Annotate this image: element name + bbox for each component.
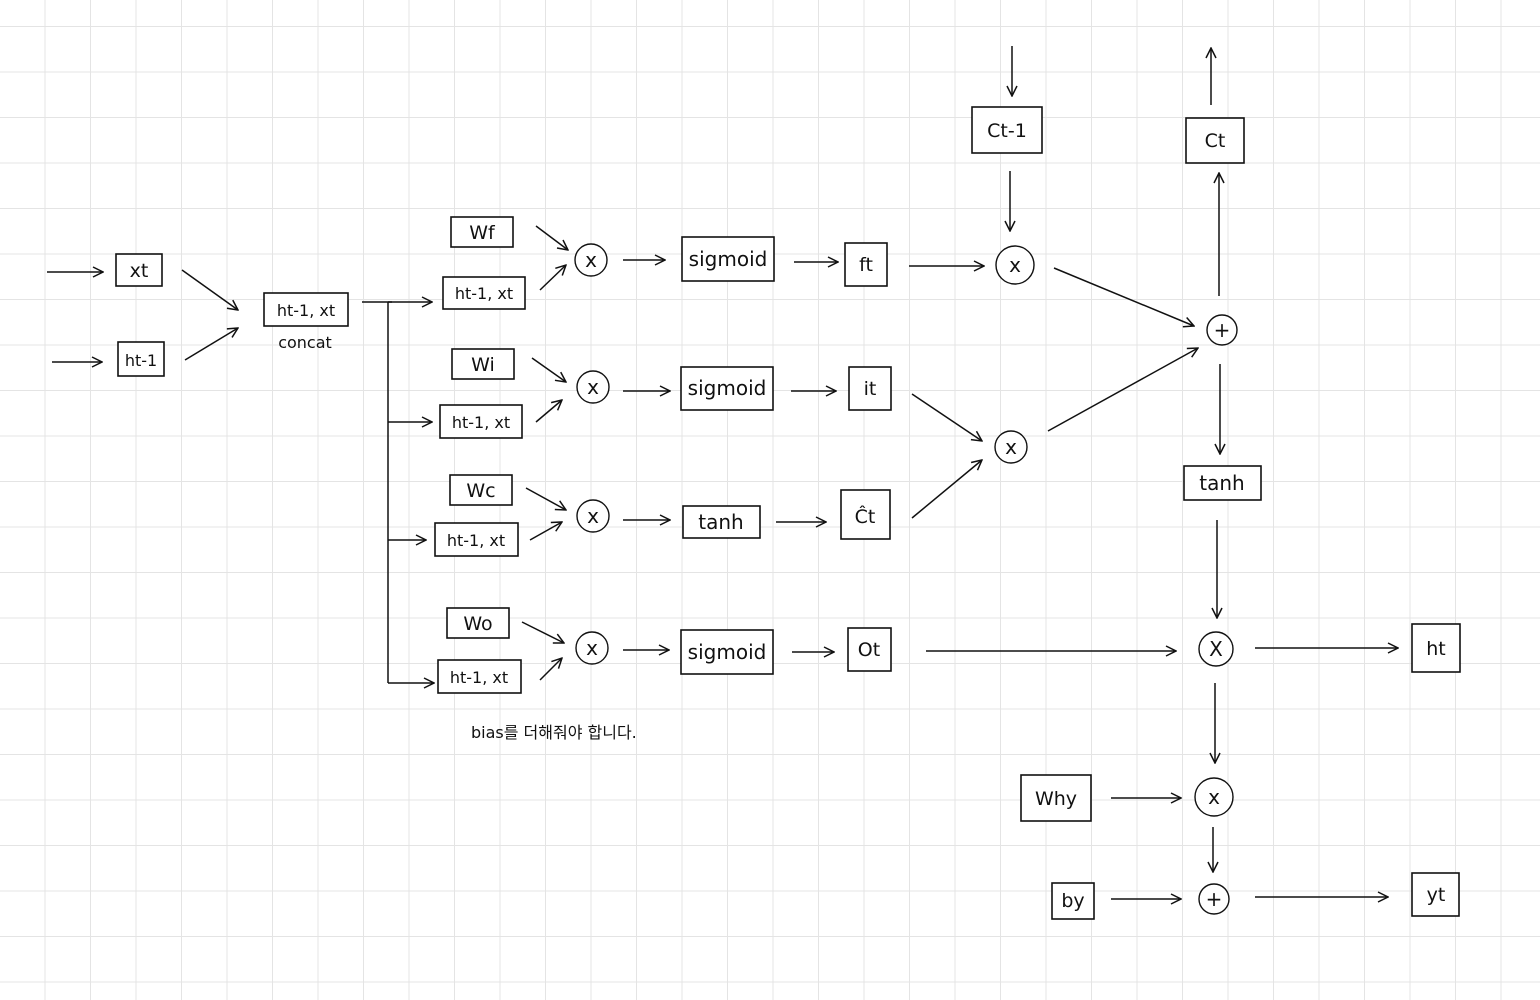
output-multiply-symbol: x bbox=[586, 636, 598, 660]
bias-note: bias를 더해줘야 합니다. bbox=[471, 723, 637, 742]
concat-node: ht-1, xt concat bbox=[263, 292, 349, 352]
cell-tanh-label: tanh bbox=[1199, 471, 1244, 495]
why-label: Why bbox=[1035, 788, 1077, 810]
output-gate: Wo ht-1, xt x sigmoid Ot bbox=[437, 607, 892, 694]
input-ht-1-node: ht-1 bbox=[117, 341, 165, 377]
output-add-node bbox=[1198, 883, 1230, 915]
edge-wc-to-mul bbox=[525, 487, 566, 510]
forget-multiply-symbol: x bbox=[585, 248, 597, 272]
output-activation-label: sigmoid bbox=[688, 640, 767, 664]
cell-add-symbol: + bbox=[1214, 318, 1231, 342]
edge-ct-tilde-to-input-mul bbox=[911, 460, 982, 519]
bias-by-label: by bbox=[1061, 890, 1084, 912]
prev-cell-label: Ct-1 bbox=[987, 120, 1027, 142]
candidate-multiply-symbol: x bbox=[587, 504, 599, 528]
input-multiply-node bbox=[576, 370, 610, 404]
output-yt-label: yt bbox=[1427, 884, 1446, 906]
concat-label: ht-1, xt bbox=[277, 301, 335, 320]
hidden-multiply-node bbox=[1198, 631, 1234, 667]
output-input-label: ht-1, xt bbox=[450, 668, 508, 687]
input-weight-label: Wi bbox=[471, 354, 495, 376]
output-layer: Why x by + yt bbox=[1020, 774, 1460, 920]
forget-output-label: ft bbox=[859, 254, 873, 276]
candidate-activation-label: tanh bbox=[698, 510, 743, 534]
why-multiply-symbol: x bbox=[1208, 785, 1220, 809]
candidate-multiply-node bbox=[576, 499, 610, 533]
candidate-output-label: Ĉt bbox=[855, 504, 876, 528]
input-multiply-symbol: x bbox=[587, 375, 599, 399]
cell-input-multiply-node bbox=[994, 430, 1028, 464]
edges bbox=[47, 46, 1398, 899]
forget-input-label: ht-1, xt bbox=[455, 284, 513, 303]
edge-ht-1-to-concat bbox=[184, 328, 238, 361]
input-ht-1-label: ht-1 bbox=[125, 351, 157, 370]
edge-concat-to-mul-i bbox=[535, 400, 562, 423]
input-input-label: ht-1, xt bbox=[452, 413, 510, 432]
edge-concat-to-mul-f bbox=[539, 265, 566, 291]
cell-forget-multiply-node bbox=[995, 245, 1035, 285]
edge-wi-to-mul bbox=[531, 357, 566, 382]
edge-it-to-input-mul bbox=[911, 393, 982, 441]
input-output-label: it bbox=[864, 378, 877, 400]
edge-xt-to-concat bbox=[181, 269, 238, 310]
why-multiply-node bbox=[1194, 777, 1234, 817]
hidden-multiply-symbol: X bbox=[1209, 637, 1223, 661]
cell-ct-label: Ct bbox=[1205, 130, 1226, 152]
forget-weight-label: Wf bbox=[469, 222, 496, 244]
forget-activation-label: sigmoid bbox=[689, 247, 768, 271]
forget-multiply-node bbox=[574, 243, 608, 277]
hidden-ht-label: ht bbox=[1426, 638, 1446, 660]
candidate-weight-label: Wc bbox=[466, 480, 495, 502]
edge-concat-to-mul-c bbox=[529, 522, 562, 541]
candidate-input-label: ht-1, xt bbox=[447, 531, 505, 550]
cell-forget-multiply-symbol: x bbox=[1009, 253, 1021, 277]
input-xt-node: xt bbox=[115, 253, 163, 287]
input-activation-label: sigmoid bbox=[688, 376, 767, 400]
output-add-symbol: + bbox=[1206, 887, 1223, 911]
cell-input-multiply-symbol: x bbox=[1005, 435, 1017, 459]
output-output-label: Ot bbox=[858, 639, 880, 661]
output-weight-label: Wo bbox=[463, 613, 492, 635]
cell-state: Ct-1 x x + Ct tanh X ht bbox=[971, 106, 1461, 673]
input-gate: Wi ht-1, xt x sigmoid it bbox=[439, 348, 892, 439]
edge-cell-mul-to-add bbox=[1053, 267, 1194, 326]
cell-add-node bbox=[1206, 314, 1238, 346]
forget-gate: Wf ht-1, xt x sigmoid ft bbox=[442, 216, 888, 310]
candidate-gate: Wc ht-1, xt x tanh Ĉt bbox=[434, 474, 891, 557]
output-multiply-node bbox=[575, 631, 609, 665]
concat-caption: concat bbox=[278, 333, 332, 352]
input-xt-label: xt bbox=[130, 260, 149, 282]
edge-wf-to-mul bbox=[535, 225, 568, 250]
edge-input-mul-to-add bbox=[1047, 348, 1198, 432]
edge-concat-to-mul-o bbox=[539, 658, 562, 681]
edge-wo-to-mul bbox=[521, 621, 564, 643]
